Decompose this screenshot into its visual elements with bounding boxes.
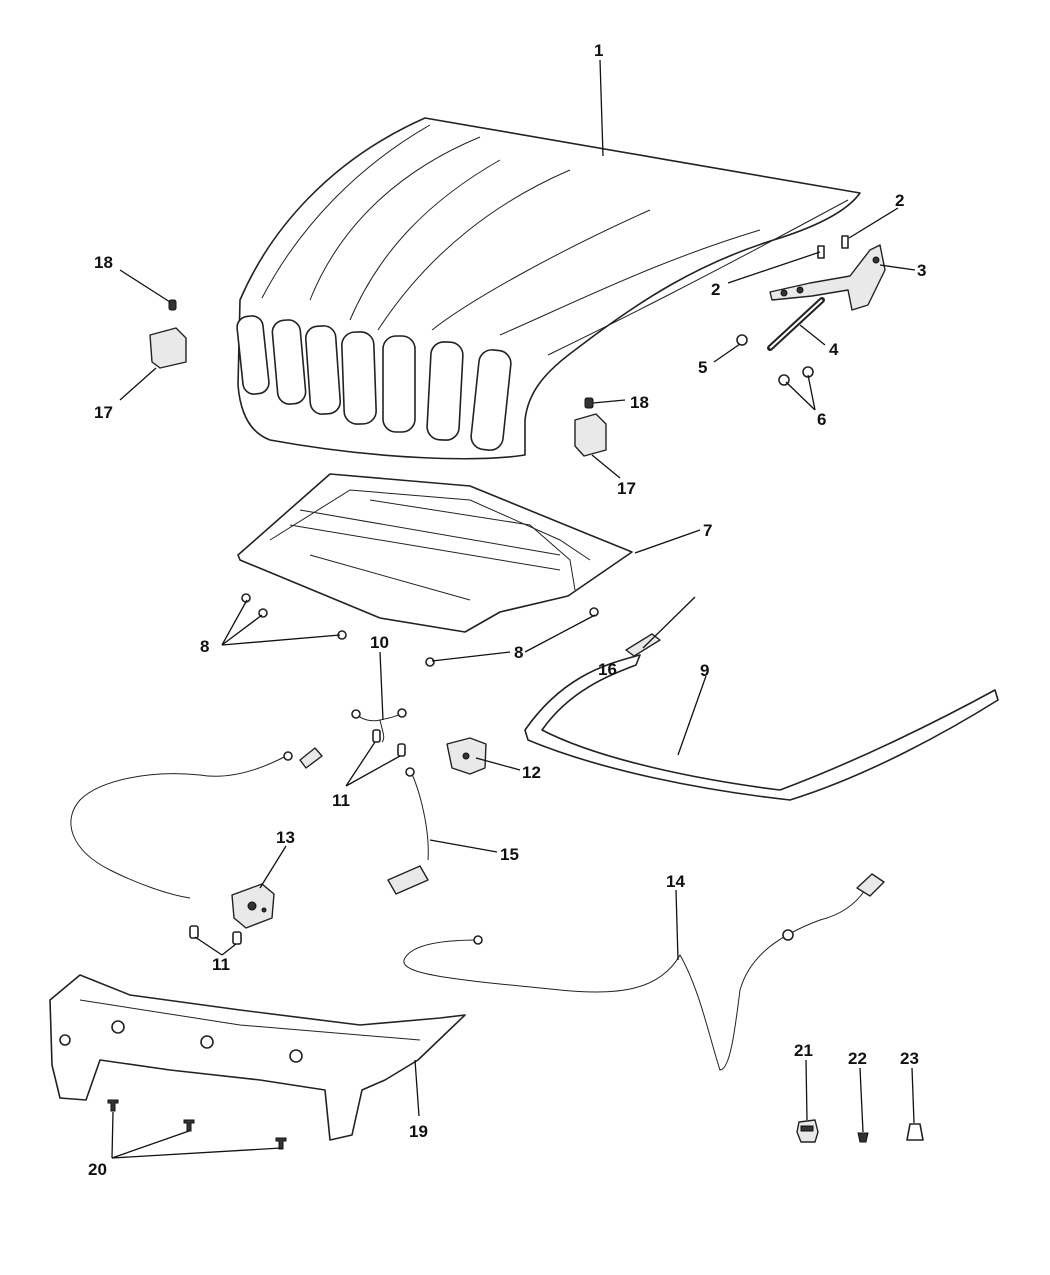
callout-17-right: 17	[617, 479, 636, 498]
callout-20: 20	[88, 1160, 107, 1179]
callout-11-lower: 11	[212, 955, 230, 974]
hinge-bolt	[817, 235, 849, 259]
leader-lines	[111, 59, 916, 1159]
hood-latch	[231, 883, 275, 929]
hood-seal	[524, 654, 999, 801]
callout-15: 15	[500, 845, 519, 864]
callout-12: 12	[522, 763, 541, 782]
clip-fastener	[796, 1119, 819, 1143]
callout-4: 4	[829, 340, 839, 359]
callout-21: 21	[794, 1041, 813, 1060]
callout-2-lower: 2	[711, 280, 720, 299]
callout-13: 13	[276, 828, 295, 847]
bumper-stop	[906, 1123, 924, 1141]
callout-9: 9	[700, 661, 709, 680]
hood-bracket	[149, 327, 607, 457]
secondary-latch-cable	[387, 767, 429, 895]
push-pin	[241, 593, 599, 667]
hood-panel	[236, 117, 861, 460]
callout-17-left: 17	[94, 403, 113, 422]
crossmember-rivet	[107, 1099, 287, 1150]
callout-22: 22	[848, 1049, 867, 1068]
primary-latch	[446, 737, 487, 775]
hood-insulator	[237, 473, 633, 633]
hood-release-cable	[403, 873, 885, 1071]
callout-18-left: 18	[94, 253, 113, 272]
push-rivet	[857, 1132, 869, 1143]
radiator-support-crossmember	[49, 974, 466, 1141]
callout-5: 5	[698, 358, 707, 377]
callout-7: 7	[703, 521, 712, 540]
hood-support-strut	[767, 297, 825, 351]
callout-16: 16	[598, 660, 617, 679]
callout-23: 23	[900, 1049, 919, 1068]
callout-18-right: 18	[630, 393, 649, 412]
latch-bolt	[189, 729, 406, 945]
callout-11-upper: 11	[332, 791, 350, 810]
latch-sensor-harness	[351, 708, 407, 743]
callout-2-upper: 2	[895, 191, 904, 210]
hood-hinge	[769, 244, 886, 311]
callout-1: 1	[594, 41, 603, 60]
callout-8-right: 8	[514, 643, 523, 662]
callout-3: 3	[917, 261, 926, 280]
callout-19: 19	[409, 1122, 428, 1141]
callout-labels: 1 2 2 3 4 5 6 7 8 8 9 10 11 11 12 13 14 …	[88, 41, 926, 1179]
hood-grille-openings	[236, 315, 512, 451]
release-cable-left	[70, 747, 323, 899]
bracket-screw	[168, 299, 594, 409]
callout-8-left: 8	[200, 637, 209, 656]
callout-10: 10	[370, 633, 389, 652]
seal-retainer	[625, 633, 661, 657]
callout-14: 14	[666, 872, 685, 891]
callout-6: 6	[817, 410, 826, 429]
